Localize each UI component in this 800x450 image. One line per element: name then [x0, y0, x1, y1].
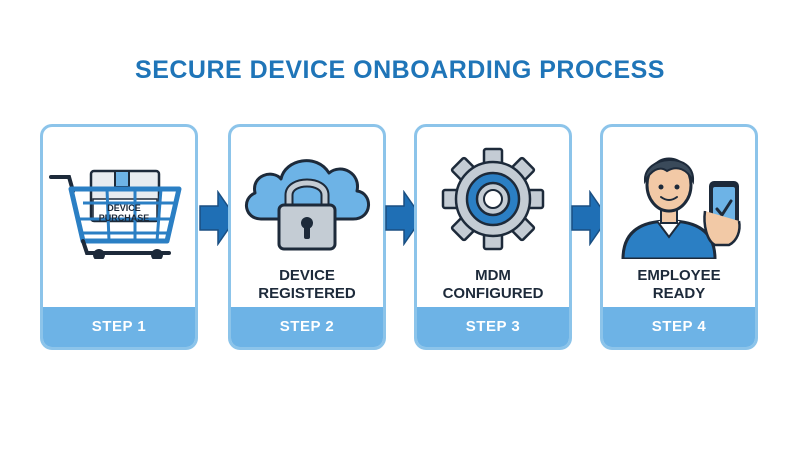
step-footer-4: STEP 4 — [603, 307, 755, 347]
step-label-4: EMPLOYEE READY — [637, 267, 721, 302]
arrow-right-icon — [385, 190, 423, 246]
page-title: SECURE DEVICE ONBOARDING PROCESS — [135, 56, 665, 84]
step-footer-3: STEP 3 — [417, 307, 569, 347]
arrow-right-icon — [199, 190, 237, 246]
device-purchase-label: DEVICE PURCHASE — [98, 203, 150, 223]
step-card-4: EMPLOYEE READY STEP 4 — [600, 124, 758, 350]
step-label-3: MDM CONFIGURED — [442, 267, 544, 302]
step-label-2: DEVICE REGISTERED — [258, 267, 356, 302]
employee-phone-icon — [621, 157, 741, 259]
step-footer-2: STEP 2 — [231, 307, 383, 347]
shopping-cart-icon — [49, 169, 182, 259]
step-card-2: DEVICE REGISTERED STEP 2 — [228, 124, 386, 350]
arrow-right-icon — [571, 190, 609, 246]
step-card-3: MDM CONFIGURED STEP 3 — [414, 124, 572, 350]
cloud-lock-icon — [245, 159, 370, 251]
step-footer-1: STEP 1 — [43, 307, 195, 347]
gear-icon — [441, 147, 545, 251]
step-card-1: DEVICE PURCHASE STEP 1 — [40, 124, 198, 350]
